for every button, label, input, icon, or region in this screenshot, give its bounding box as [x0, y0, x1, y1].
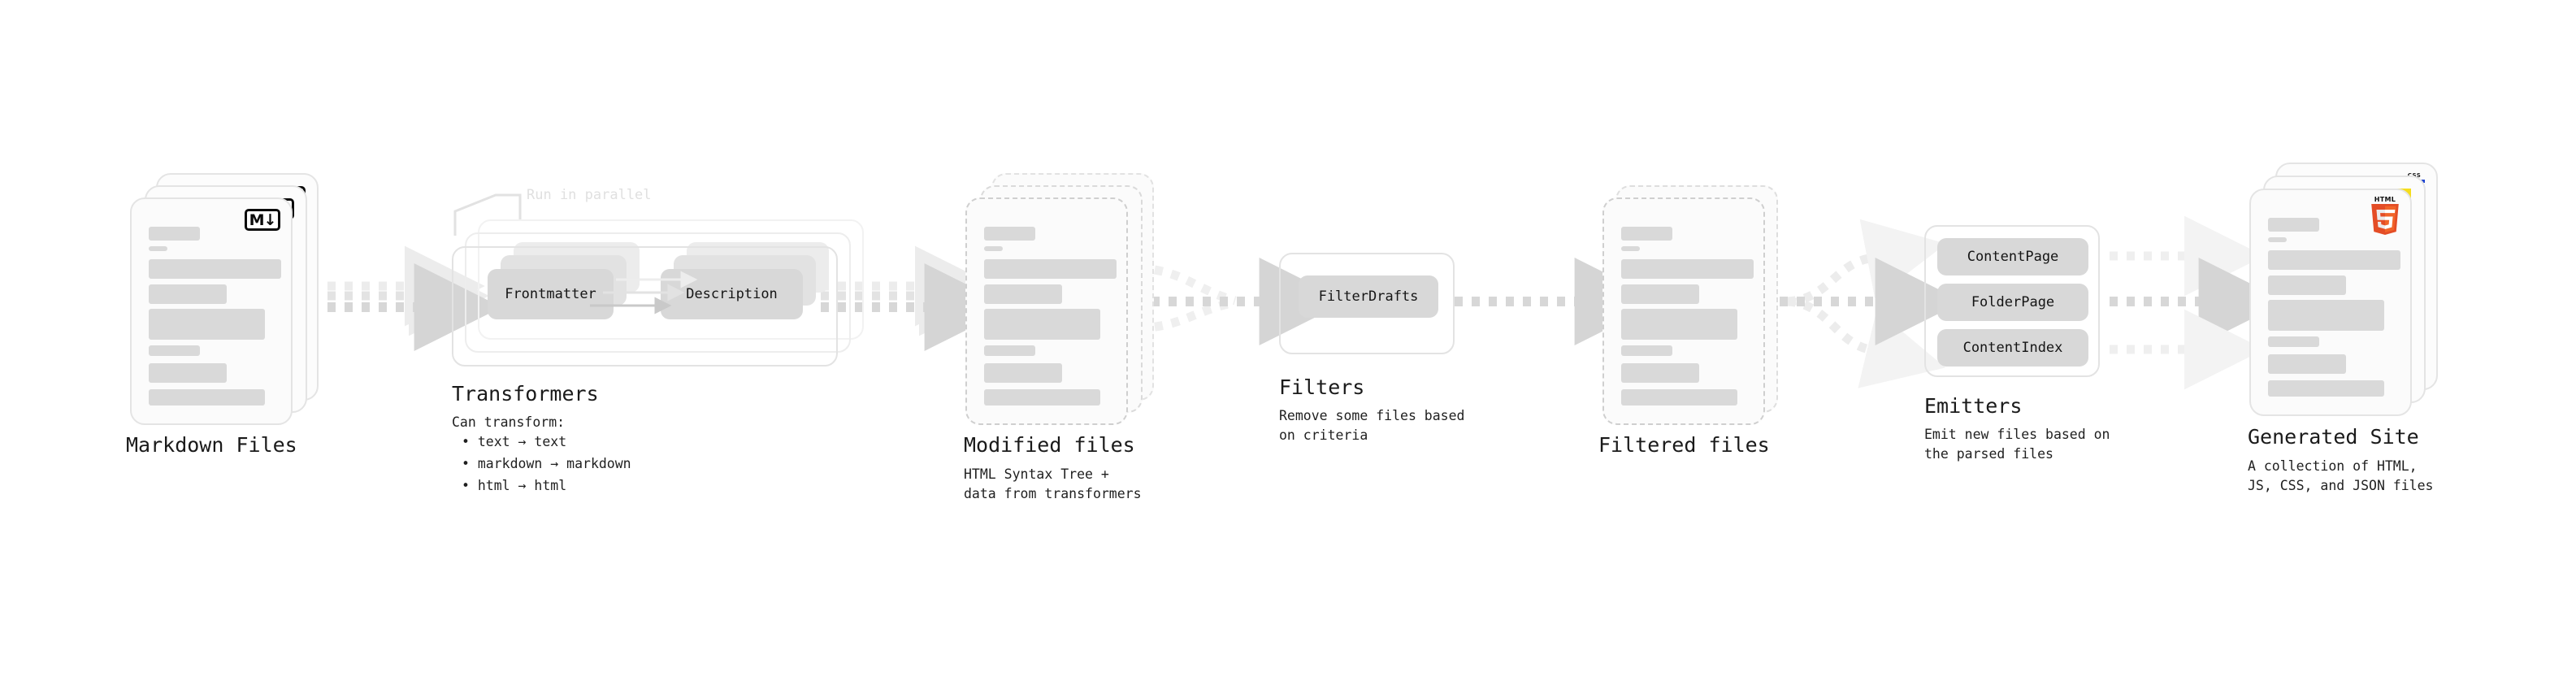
skeleton-bar: [2268, 250, 2400, 270]
skeleton-bar: [149, 309, 265, 340]
stage-title-generated-site: Generated Site: [2248, 425, 2419, 449]
skeleton-bar: [149, 227, 200, 241]
transformer-pill-description[interactable]: Description: [661, 269, 803, 319]
transformer-pill-frontmatter[interactable]: Frontmatter: [488, 269, 614, 319]
skeleton-bar: [2268, 218, 2319, 232]
transformers-sub-item: • markdown → markdown: [462, 456, 631, 471]
connector-emitters-to-generated: [2110, 215, 2287, 390]
skeleton-bar: [1621, 246, 1640, 251]
skeleton-bar: [2268, 354, 2346, 374]
stage-title-filters: Filters: [1279, 375, 1365, 399]
stage-sub-generated-site: A collection of HTML, JS, CSS, and JSON …: [2248, 458, 2434, 493]
skeleton-bar: [1621, 389, 1737, 406]
stage-title-emitters: Emitters: [1924, 394, 2023, 418]
filter-pill-filterdrafts[interactable]: FilterDrafts: [1299, 275, 1438, 318]
stage-title-modified-files: Modified files: [964, 433, 1135, 457]
filtered-card-front: [1602, 197, 1765, 425]
html5-icon-label: HTML: [2374, 196, 2396, 203]
transformers-sub-item: • text → text: [462, 434, 567, 449]
skeleton-bar: [149, 284, 227, 304]
emitters-panel[interactable]: ContentPage FolderPage ContentIndex: [1924, 225, 2100, 377]
generated-card-front: HTML: [2249, 189, 2412, 416]
stage-sub-filters: Remove some files based on criteria: [1279, 408, 1465, 443]
skeleton-bar: [2268, 237, 2287, 242]
skeleton-bar: [149, 246, 167, 251]
skeleton-bar: [984, 284, 1062, 304]
skeleton-bar: [2268, 275, 2346, 295]
skeleton-bar: [1621, 363, 1699, 383]
skeleton-bar: [984, 363, 1062, 383]
skeleton-bar: [1621, 284, 1699, 304]
skeleton-bar: [984, 227, 1035, 241]
modified-card-front: [965, 197, 1128, 425]
stage-sub-emitters: Emit new files based on the parsed files: [1924, 427, 2110, 462]
run-in-parallel-label: Run in parallel: [527, 187, 652, 203]
stage-title-markdown-files: Markdown Files: [126, 433, 297, 457]
connector-filtered-to-emitters: [1780, 219, 1963, 388]
stage-title-filtered-files: Filtered files: [1598, 433, 1770, 457]
skeleton-bar: [1621, 309, 1737, 340]
transformers-sub-lead: Can transform:: [452, 414, 566, 430]
stage-title-transformers: Transformers: [452, 382, 599, 406]
skeleton-bar: [984, 389, 1100, 406]
skeleton-bar: [2268, 336, 2319, 347]
emitter-pill-contentindex[interactable]: ContentIndex: [1937, 329, 2088, 367]
stage-sub-modified-files: HTML Syntax Tree + data from transformer…: [964, 466, 1142, 501]
skeleton-bar: [1621, 227, 1672, 241]
skeleton-bar: [2268, 380, 2384, 397]
skeleton-bar: [984, 309, 1100, 340]
skeleton-bar: [984, 246, 1003, 251]
skeleton-bar: [1621, 345, 1672, 356]
markdown-card-front: M↓: [130, 197, 293, 425]
emitter-pill-folderpage[interactable]: FolderPage: [1937, 284, 2088, 321]
skeleton-bar: [2268, 300, 2384, 331]
html5-icon: HTML: [2370, 196, 2400, 235]
skeleton-bar: [149, 259, 281, 279]
skeleton-bar: [149, 363, 227, 383]
skeleton-bar: [984, 345, 1035, 356]
transformers-sub-item: • html → html: [462, 478, 567, 493]
emitter-pill-contentpage[interactable]: ContentPage: [1937, 238, 2088, 275]
skeleton-bar: [984, 259, 1117, 279]
transformer-panel-front[interactable]: Frontmatter Description: [452, 246, 838, 367]
skeleton-bar: [149, 389, 265, 406]
filters-panel[interactable]: FilterDrafts: [1279, 253, 1455, 354]
connector-markdown-to-transformers: [310, 245, 502, 351]
skeleton-bar: [149, 345, 200, 356]
skeleton-bar: [1621, 259, 1754, 279]
markdown-badge: M↓: [245, 209, 280, 231]
